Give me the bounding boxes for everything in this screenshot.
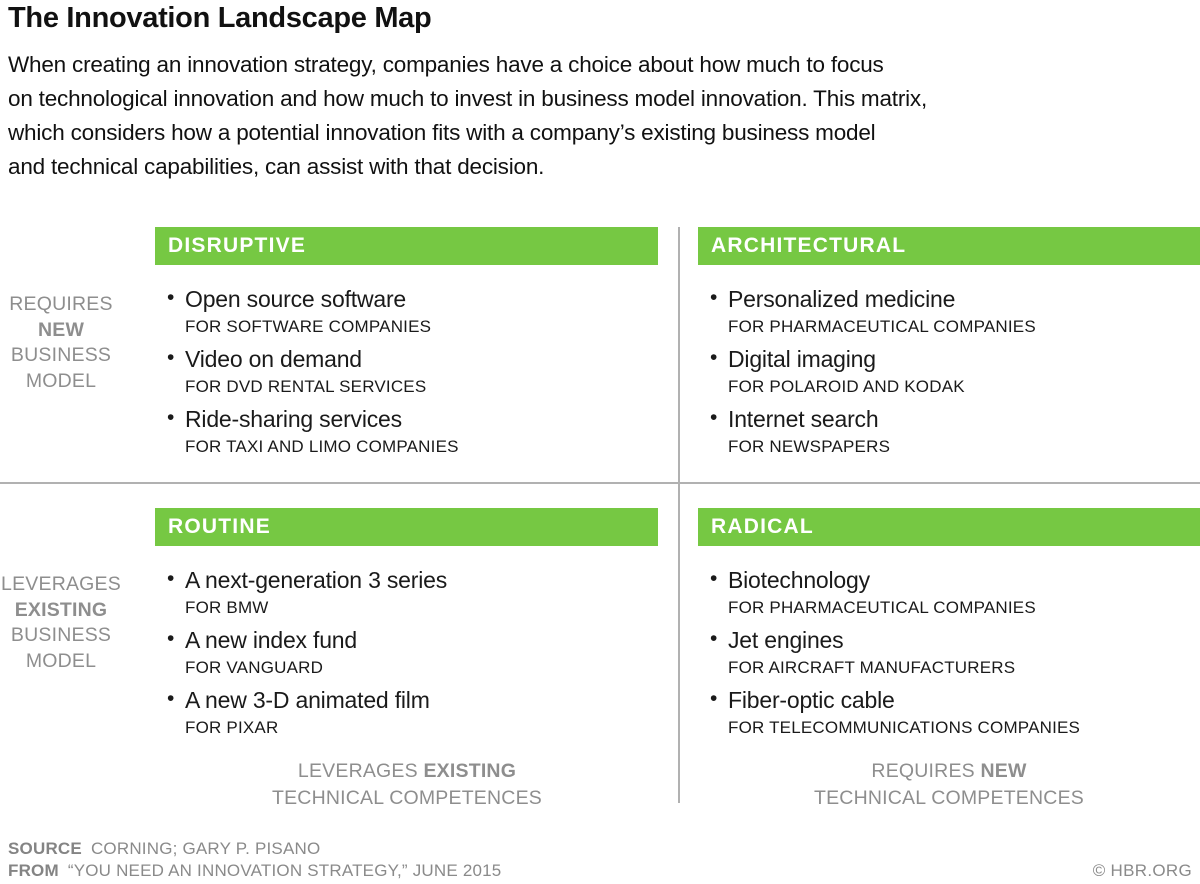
item-title: Personalized medicine: [728, 286, 956, 312]
axis-line: REQUIRES: [9, 293, 113, 315]
quadrant-list-routine: A next-generation 3 series FOR BMW A new…: [165, 565, 447, 745]
quadrant-header-radical: RADICAL: [698, 508, 1200, 546]
source-label: SOURCE: [8, 839, 82, 858]
item-subtitle: FOR DVD RENTAL SERVICES: [185, 377, 427, 396]
quadrant-list-architectural: Personalized medicine FOR PHARMACEUTICAL…: [708, 284, 1036, 464]
list-item: Biotechnology FOR PHARMACEUTICAL COMPANI…: [708, 565, 1080, 621]
item-subtitle: FOR TAXI AND LIMO COMPANIES: [185, 437, 459, 456]
item-subtitle: FOR BMW: [185, 598, 269, 617]
page-title: The Innovation Landscape Map: [8, 2, 432, 34]
list-item: Open source software FOR SOFTWARE COMPAN…: [165, 284, 459, 340]
axis-line: BUSINESS: [10, 624, 112, 646]
item-title: Internet search: [728, 406, 879, 432]
axis-line: MODEL: [25, 649, 97, 672]
item-subtitle: FOR NEWSPAPERS: [728, 437, 891, 456]
intro-paragraph: When creating an innovation strategy, co…: [8, 48, 927, 184]
footer-from: FROM “YOU NEED AN INNOVATION STRATEGY,” J…: [8, 861, 501, 881]
list-item: A new index fund FOR VANGUARD: [165, 625, 447, 681]
quadrant-list-disruptive: Open source software FOR SOFTWARE COMPAN…: [165, 284, 459, 464]
axis-line: LEVERAGES EXISTING: [297, 760, 517, 782]
item-title: Jet engines: [728, 627, 844, 653]
x-axis-label-leverages-existing-technical-competences: LEVERAGES EXISTING TECHNICAL COMPETENCES: [156, 758, 658, 812]
quadrant-label: DISRUPTIVE: [168, 234, 307, 257]
item-title: Biotechnology: [728, 567, 870, 593]
item-title: Ride-sharing services: [185, 406, 402, 432]
list-item: Jet engines FOR AIRCRAFT MANUFACTURERS: [708, 625, 1080, 681]
footer-credit: © HBR.ORG: [1092, 861, 1192, 880]
item-title: Digital imaging: [728, 346, 876, 372]
item-title: A new 3-D animated film: [185, 687, 430, 713]
item-subtitle: FOR PHARMACEUTICAL COMPANIES: [728, 598, 1036, 617]
quadrant-header-disruptive: DISRUPTIVE: [155, 227, 658, 265]
axis-line: BUSINESS: [10, 344, 112, 366]
list-item: Video on demand FOR DVD RENTAL SERVICES: [165, 344, 459, 400]
axis-line: REQUIRES NEW: [871, 760, 1027, 782]
quadrant-header-routine: ROUTINE: [155, 508, 658, 546]
list-item: A next-generation 3 series FOR BMW: [165, 565, 447, 621]
axis-line-bold: EXISTING: [14, 598, 108, 621]
from-label: FROM: [8, 861, 59, 880]
item-title: Fiber-optic cable: [728, 687, 895, 713]
item-subtitle: FOR AIRCRAFT MANUFACTURERS: [728, 658, 1016, 677]
axis-line: LEVERAGES: [1, 573, 121, 595]
list-item: Ride-sharing services FOR TAXI AND LIMO …: [165, 404, 459, 460]
item-subtitle: FOR VANGUARD: [185, 658, 324, 677]
item-subtitle: FOR SOFTWARE COMPANIES: [185, 317, 432, 336]
item-title: Video on demand: [185, 346, 362, 372]
footer-source: SOURCE CORNING; GARY P. PISANO: [8, 839, 320, 859]
quadrant-label: RADICAL: [711, 515, 814, 538]
list-item: Fiber-optic cable FOR TELECOMMUNICATIONS…: [708, 685, 1080, 741]
list-item: Personalized medicine FOR PHARMACEUTICAL…: [708, 284, 1036, 340]
intro-line: on technological innovation and how much…: [8, 86, 928, 111]
item-subtitle: FOR POLAROID AND KODAK: [728, 377, 965, 396]
list-item: A new 3-D animated film FOR PIXAR: [165, 685, 447, 741]
intro-line: which considers how a potential innovati…: [8, 120, 876, 145]
y-axis-label-requires-new-business-model: REQUIRES NEW BUSINESS MODEL: [0, 292, 122, 394]
item-subtitle: FOR PIXAR: [185, 718, 279, 737]
quadrant-label: ROUTINE: [168, 515, 271, 538]
axis-line-bold: NEW: [37, 318, 85, 341]
intro-line: and technical capabilities, can assist w…: [8, 154, 545, 179]
from-value: “YOU NEED AN INNOVATION STRATEGY,” JUNE …: [67, 861, 502, 880]
axis-line: TECHNICAL COMPETENCES: [813, 787, 1084, 809]
intro-line: When creating an innovation strategy, co…: [8, 52, 884, 77]
y-axis-label-leverages-existing-business-model: LEVERAGES EXISTING BUSINESS MODEL: [0, 572, 122, 674]
item-subtitle: FOR TELECOMMUNICATIONS COMPANIES: [728, 718, 1081, 737]
matrix-vertical-divider: [678, 227, 680, 803]
quadrant-list-radical: Biotechnology FOR PHARMACEUTICAL COMPANI…: [708, 565, 1080, 745]
axis-line: TECHNICAL COMPETENCES: [271, 787, 542, 809]
item-title: A next-generation 3 series: [185, 567, 448, 593]
axis-line: MODEL: [25, 369, 97, 392]
list-item: Internet search FOR NEWSPAPERS: [708, 404, 1036, 460]
item-title: A new index fund: [185, 627, 357, 653]
matrix-horizontal-divider: [0, 482, 1200, 484]
quadrant-label: ARCHITECTURAL: [711, 234, 907, 257]
x-axis-label-requires-new-technical-competences: REQUIRES NEW TECHNICAL COMPETENCES: [698, 758, 1200, 812]
source-value: CORNING; GARY P. PISANO: [90, 839, 321, 858]
item-subtitle: FOR PHARMACEUTICAL COMPANIES: [728, 317, 1036, 336]
list-item: Digital imaging FOR POLAROID AND KODAK: [708, 344, 1036, 400]
item-title: Open source software: [185, 286, 407, 312]
quadrant-header-architectural: ARCHITECTURAL: [698, 227, 1200, 265]
